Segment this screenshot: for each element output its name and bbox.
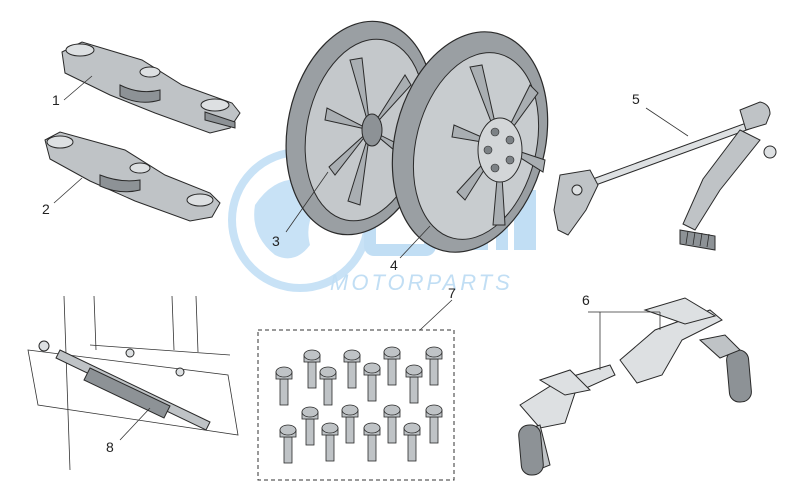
bolt-10: [341, 404, 359, 444]
bolt-2: [343, 349, 361, 389]
callout-3: 3: [272, 233, 280, 249]
part-footpeg-brackets: [518, 297, 752, 476]
bolt-3: [383, 346, 401, 386]
callout-4: 4: [390, 257, 398, 273]
part-front-wheel: [391, 31, 549, 253]
bolt-1: [303, 349, 321, 389]
bolt-12: [425, 404, 443, 444]
callout-5: 5: [632, 91, 640, 107]
part-shift-linkage: [553, 101, 777, 251]
part-bolt-kit: [257, 329, 455, 481]
bolt-15: [363, 422, 381, 462]
part-lower-triple-clamp: [44, 131, 221, 222]
bolt-11: [383, 404, 401, 444]
bolt-4: [425, 346, 443, 386]
callout-8: 8: [106, 439, 114, 455]
part-upper-triple-clamp: [61, 41, 241, 134]
bolt-16: [403, 422, 421, 462]
callout-7: 7: [448, 285, 456, 301]
bolt-8: [405, 364, 423, 404]
watermark-tagline: MOTORPARTS: [330, 270, 513, 295]
callout-6: 6: [582, 292, 590, 308]
part-steering-damper: [27, 295, 239, 471]
bolt-13: [279, 424, 297, 464]
bolt-6: [319, 366, 337, 406]
bolt-9: [301, 406, 319, 446]
bolt-7: [363, 362, 381, 402]
callout-1: 1: [52, 92, 60, 108]
callout-2: 2: [42, 201, 50, 217]
bolt-5: [275, 366, 293, 406]
bolt-14: [321, 422, 339, 462]
bolt-kit-box: [257, 329, 455, 481]
